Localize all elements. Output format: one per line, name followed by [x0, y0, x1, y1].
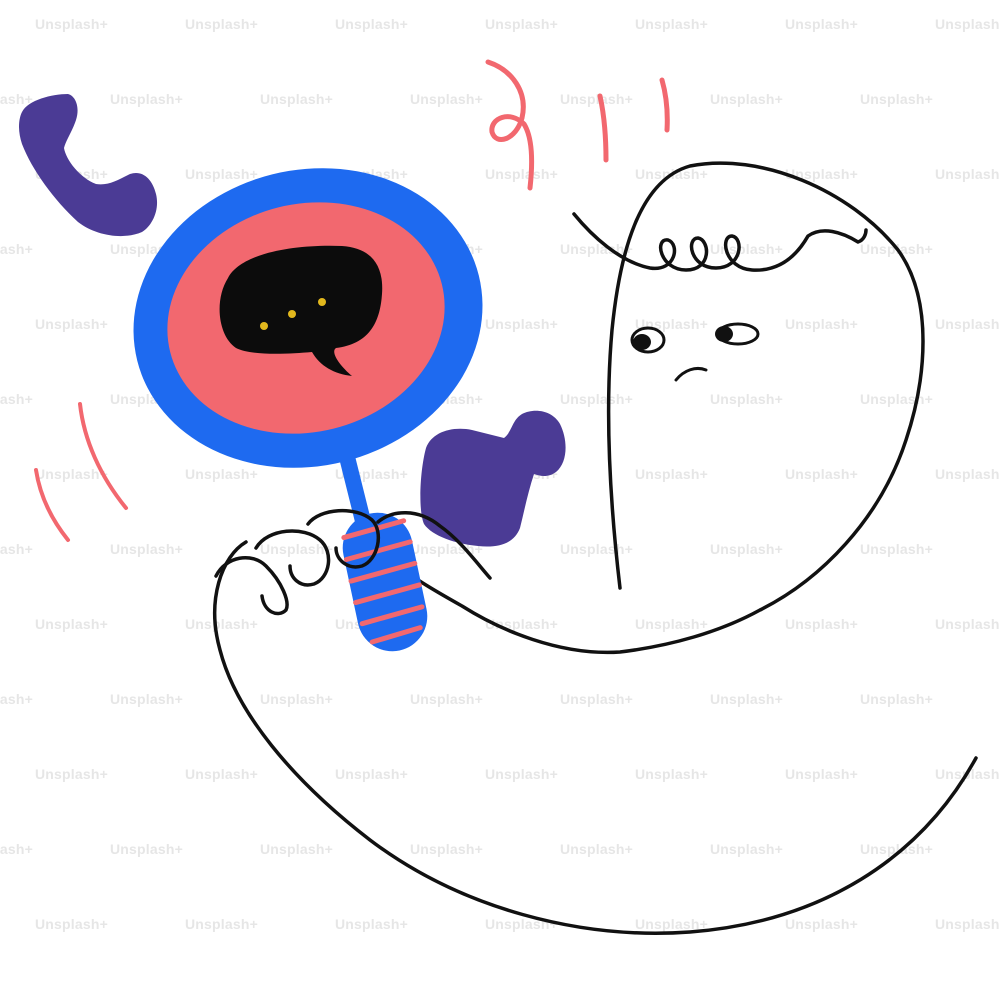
hand — [214, 508, 492, 616]
handle-stripes — [341, 518, 425, 645]
thumb-outline — [376, 511, 492, 580]
mouth — [674, 366, 708, 382]
dot — [260, 322, 268, 330]
finger-outline — [214, 556, 289, 616]
right-pupil — [715, 326, 733, 342]
dot — [288, 310, 296, 318]
dot — [318, 298, 326, 306]
vibration-dash — [78, 402, 128, 510]
speech-bubble-icon — [219, 245, 383, 376]
vibration-dash — [597, 93, 609, 163]
left-pupil — [633, 334, 651, 350]
phone-receiver-icon — [420, 410, 566, 547]
body-outline — [398, 161, 925, 655]
squiggle-mark — [485, 59, 535, 191]
phone-handset-icon — [19, 94, 158, 237]
character-figure — [213, 161, 978, 935]
vibration-dash — [659, 77, 670, 133]
vibration-marks-left — [34, 402, 128, 542]
glass-handle — [342, 512, 428, 652]
magnifying-glass — [133, 168, 483, 652]
glass-neck — [336, 440, 372, 530]
ellipsis-dots — [260, 298, 326, 330]
finger-outline — [306, 508, 381, 569]
hair-curls — [572, 212, 868, 272]
left-eye — [630, 326, 666, 354]
finger-outline — [254, 529, 331, 587]
lower-arm-outline — [213, 540, 978, 935]
vibration-marks-top — [485, 59, 670, 191]
vibration-dash — [34, 468, 70, 542]
